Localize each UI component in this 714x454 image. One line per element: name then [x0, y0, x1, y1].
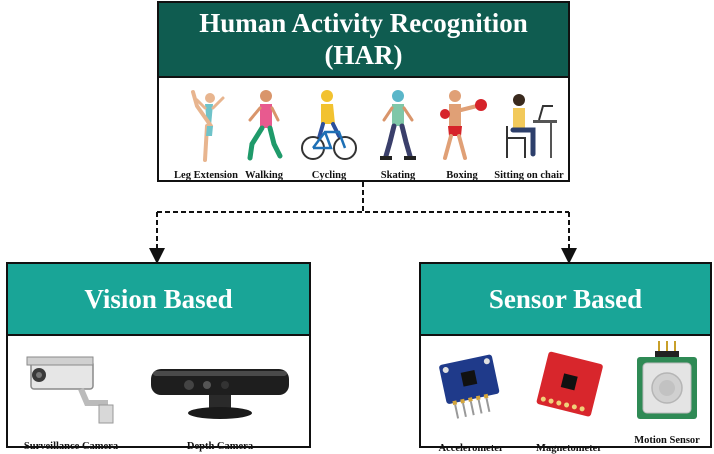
activity-label: Cycling [311, 170, 347, 181]
har-header: Human Activity Recognition (HAR) [159, 3, 568, 78]
accelerometer-icon [439, 354, 500, 419]
sensor-based-box: Sensor Based [419, 262, 712, 454]
device-label: Depth Camera [186, 441, 254, 452]
vision-device-list: Surveillance Camera Depth Camera [8, 339, 309, 452]
depth-camera-icon [151, 369, 289, 419]
activity-label: Boxing [446, 170, 478, 181]
activity-list: Leg Extension Walking Cycling [159, 78, 568, 181]
activity-leg-extension: Leg Extension [174, 86, 238, 181]
activity-cycling: Cycling [299, 86, 359, 181]
device-motion-sensor: Motion Sensor [629, 339, 705, 446]
device-label: Accelerometer [438, 443, 504, 454]
vision-title: Vision Based [84, 283, 233, 314]
sitting-icon [506, 94, 557, 158]
walking-icon [247, 90, 283, 161]
boxing-icon [440, 90, 487, 160]
activity-label: Leg Extension [174, 170, 238, 181]
sensor-device-list: Accelerometer Magnetometer [421, 339, 710, 454]
device-accelerometer: Accelerometer [431, 347, 511, 454]
device-magnetometer: Magnetometer [529, 347, 609, 454]
device-depth-camera: Depth Camera [140, 345, 300, 452]
magnetometer-icon [536, 351, 603, 417]
cycling-icon [301, 90, 357, 160]
har-box: Human Activity Recognition (HAR) Leg Ext… [157, 1, 570, 182]
activity-sitting: Sitting on chair [494, 86, 564, 181]
sensor-header: Sensor Based [421, 264, 710, 336]
vision-based-box: Vision Based Surveillance Camera [6, 262, 311, 452]
motion-sensor-icon [637, 341, 697, 419]
device-label: Surveillance Camera [23, 441, 119, 452]
activity-label: Skating [380, 170, 416, 181]
har-title-line1: Human Activity Recognition [199, 8, 528, 39]
surveillance-camera-icon [26, 356, 114, 424]
har-title-line2: (HAR) [324, 39, 403, 70]
activity-skating: Skating [375, 86, 421, 181]
device-surveillance-camera: Surveillance Camera [16, 345, 126, 452]
activity-walking: Walking [241, 86, 287, 181]
activity-label: Sitting on chair [494, 170, 564, 181]
activity-label: Walking [245, 170, 283, 181]
vision-header: Vision Based [8, 264, 309, 336]
device-label: Motion Sensor [634, 435, 700, 446]
leg-extension-icon [191, 90, 225, 162]
device-label: Magnetometer [536, 443, 602, 454]
skating-icon [380, 90, 416, 160]
sensor-title: Sensor Based [488, 283, 643, 314]
activity-boxing: Boxing [435, 86, 489, 181]
